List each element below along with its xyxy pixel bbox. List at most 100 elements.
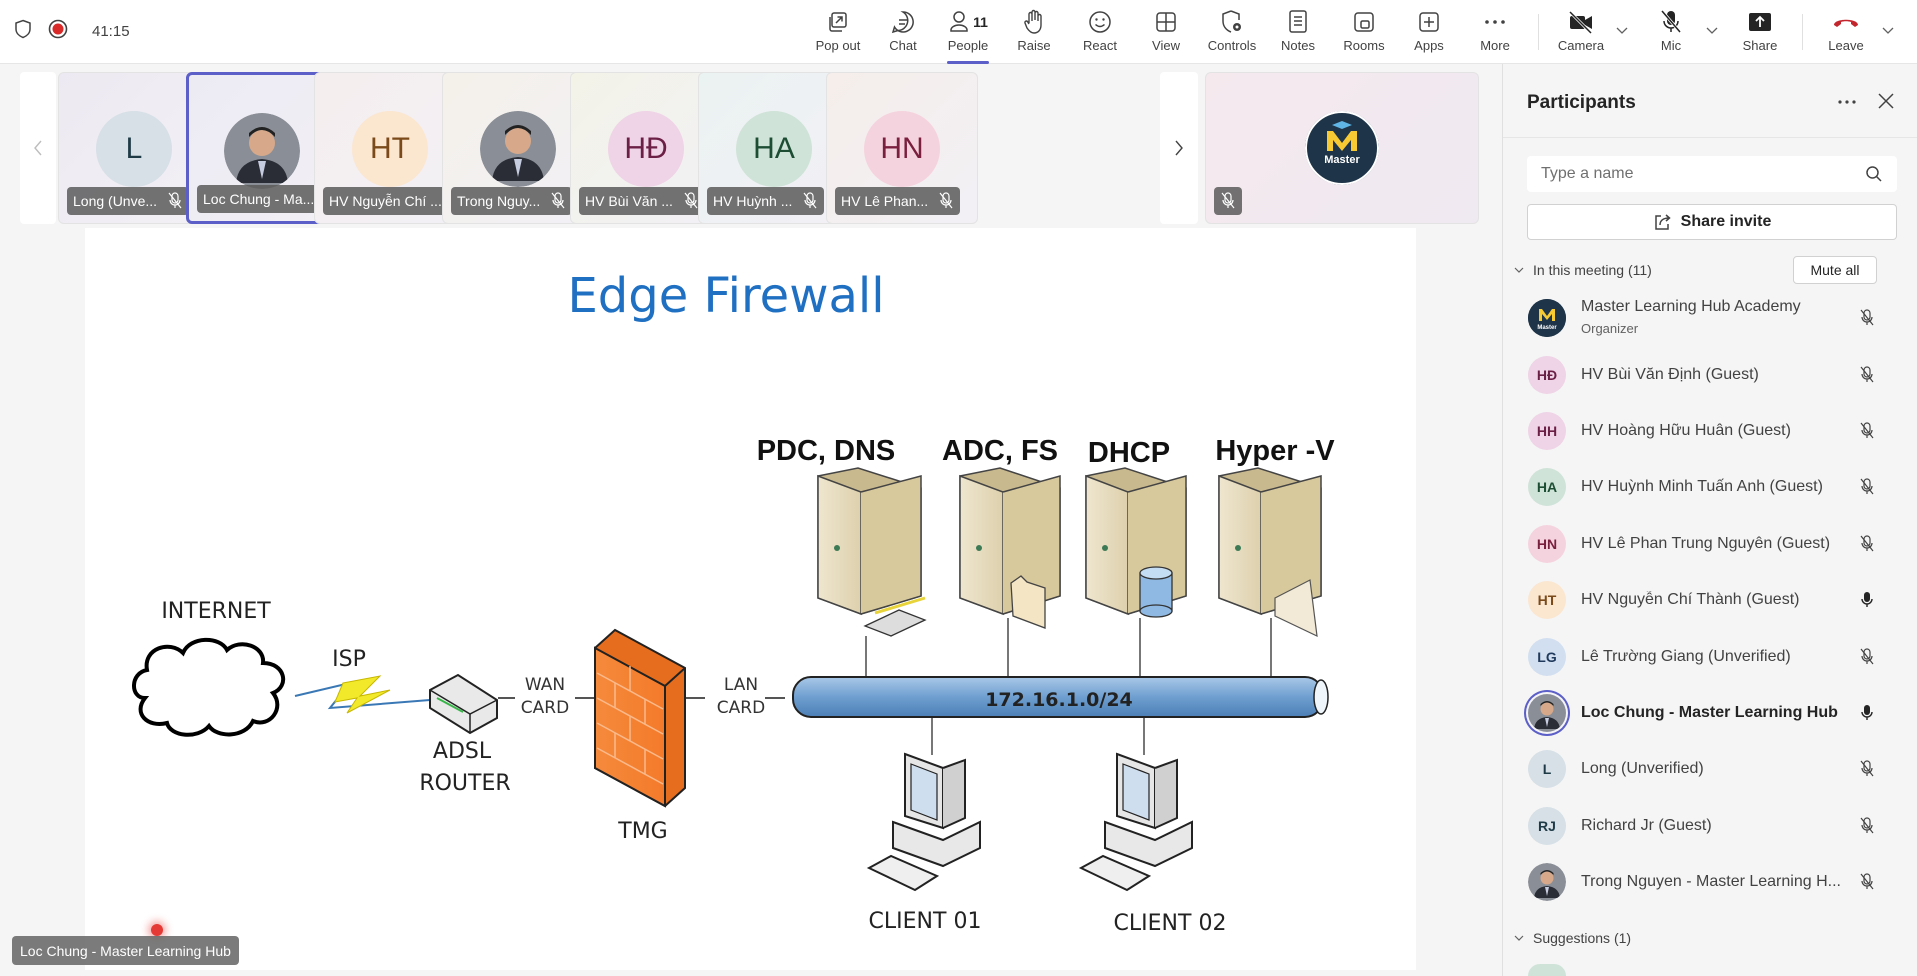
leave-button[interactable]: Leave	[1815, 8, 1877, 58]
chat-button[interactable]: Chat	[872, 8, 934, 58]
controls-button[interactable]: Controls	[1201, 8, 1263, 58]
label-isp: ISP	[332, 647, 366, 672]
rooms-button[interactable]: Rooms	[1333, 8, 1395, 58]
mic-off-icon	[1659, 8, 1683, 36]
participant-mic-status[interactable]	[1856, 589, 1878, 611]
server-adc-fs	[959, 467, 1061, 676]
label-router: ROUTER	[419, 771, 510, 796]
participant-mic-status[interactable]	[1856, 364, 1878, 386]
participant-mic-status[interactable]	[1856, 702, 1878, 724]
more-button[interactable]: More	[1464, 8, 1526, 58]
grid-icon	[1154, 8, 1178, 36]
shared-content-stage: Edge Firewall PDC, DNS ADC, FS DHCP Hype…	[0, 228, 1500, 976]
participant-search-input[interactable]	[1541, 165, 1865, 183]
video-tile-organizer[interactable]: Master	[1205, 72, 1479, 224]
react-button[interactable]: React	[1069, 8, 1131, 58]
participant-mic-status[interactable]	[1856, 871, 1878, 893]
chat-icon	[890, 8, 916, 36]
leave-options-chevron-icon[interactable]	[1880, 22, 1896, 38]
participant-row[interactable]: HA HV Huỳnh Minh Tuấn Anh (Guest)	[1503, 459, 1917, 515]
tmg-firewall	[594, 628, 686, 808]
gallery-next-button[interactable]	[1160, 72, 1198, 224]
participants-panel: Participants Share invite In this meetin…	[1502, 64, 1917, 976]
participant-mic-status[interactable]	[1856, 646, 1878, 668]
notes-button[interactable]: Notes	[1267, 8, 1329, 58]
participant-mic-status[interactable]	[1856, 815, 1878, 837]
client-02-pc	[1078, 752, 1193, 892]
mic-off-icon	[551, 192, 565, 209]
panel-close-button[interactable]	[1875, 90, 1897, 112]
apps-button[interactable]: Apps	[1398, 8, 1460, 58]
popout-button[interactable]: Pop out	[807, 8, 869, 58]
mic-off-icon	[803, 192, 817, 209]
gallery-previous-button[interactable]	[20, 72, 56, 224]
share-button[interactable]: Share	[1729, 8, 1791, 58]
share-icon	[1654, 214, 1671, 230]
mic-button[interactable]: Mic	[1640, 8, 1702, 58]
mute-all-button[interactable]: Mute all	[1793, 256, 1877, 284]
label-wan-card: CARD	[521, 698, 569, 718]
panel-more-options-button[interactable]	[1835, 92, 1859, 112]
mic-options-chevron-icon[interactable]	[1704, 22, 1720, 38]
participant-row[interactable]: Loc Chung - Master Learning Hub	[1503, 685, 1917, 741]
participant-mic-status[interactable]	[1856, 420, 1878, 442]
mic-off-icon	[1860, 365, 1874, 382]
profile-photo	[1528, 863, 1566, 902]
camera-button[interactable]: Camera	[1550, 8, 1612, 58]
participant-name: HV Huỳnh Minh Tuấn Anh (Guest)	[1581, 478, 1823, 496]
avatar: HT	[1528, 581, 1566, 620]
mic-off-icon	[1860, 817, 1874, 834]
participant-mic-status[interactable]	[1856, 533, 1878, 555]
suggestions-section-toggle[interactable]: Suggestions (1)	[1513, 930, 1631, 946]
presenter-name-tag: Loc Chung - Master Learning Hub	[12, 936, 239, 965]
participant-mic-status[interactable]	[1856, 758, 1878, 780]
avatar: L	[1528, 750, 1566, 789]
toolbar-divider	[1802, 14, 1803, 50]
raise-hand-button[interactable]: Raise	[1003, 8, 1065, 58]
master-logo-text: Master	[1324, 154, 1360, 166]
in-meeting-section-toggle[interactable]: In this meeting (11)	[1513, 262, 1652, 278]
view-button[interactable]: View	[1135, 8, 1197, 58]
share-screen-icon	[1747, 8, 1773, 36]
video-tile-name: Long (Unve...	[67, 187, 190, 215]
adsl-router	[429, 673, 498, 735]
network-diagram: Edge Firewall PDC, DNS ADC, FS DHCP Hype…	[132, 268, 1335, 936]
avatar	[1528, 863, 1566, 902]
search-icon[interactable]	[1865, 165, 1883, 183]
shield-icon[interactable]	[14, 19, 32, 44]
muted-indicator	[1214, 187, 1242, 215]
people-button[interactable]: 11 People	[937, 8, 999, 64]
avatar	[1528, 693, 1566, 732]
video-tile[interactable]: Loc Chung - Ma...	[186, 72, 338, 224]
server-pdc-dns	[817, 467, 927, 676]
mic-on-icon	[1861, 704, 1873, 720]
mic-off-icon	[1860, 422, 1874, 439]
participant-mic-status[interactable]	[1856, 476, 1878, 498]
share-invite-button[interactable]: Share invite	[1527, 204, 1897, 240]
participant-search[interactable]	[1527, 156, 1897, 192]
chevron-right-icon	[1175, 140, 1183, 156]
video-tile[interactable]: Trong Nguy...	[442, 72, 594, 224]
participant-row[interactable]: Trong Nguyen - Master Learning H...	[1503, 854, 1917, 910]
meeting-toolbar: 41:15 Pop out Chat 11 People Raise React…	[0, 0, 1917, 64]
recording-icon	[48, 19, 68, 44]
participant-mic-status[interactable]	[1856, 307, 1878, 329]
avatar: HA	[1528, 468, 1566, 507]
participant-name: Master Learning Hub Academy	[1581, 298, 1801, 315]
camera-options-chevron-icon[interactable]	[1614, 22, 1630, 38]
participant-name: Trong Nguyen - Master Learning H...	[1581, 873, 1841, 891]
